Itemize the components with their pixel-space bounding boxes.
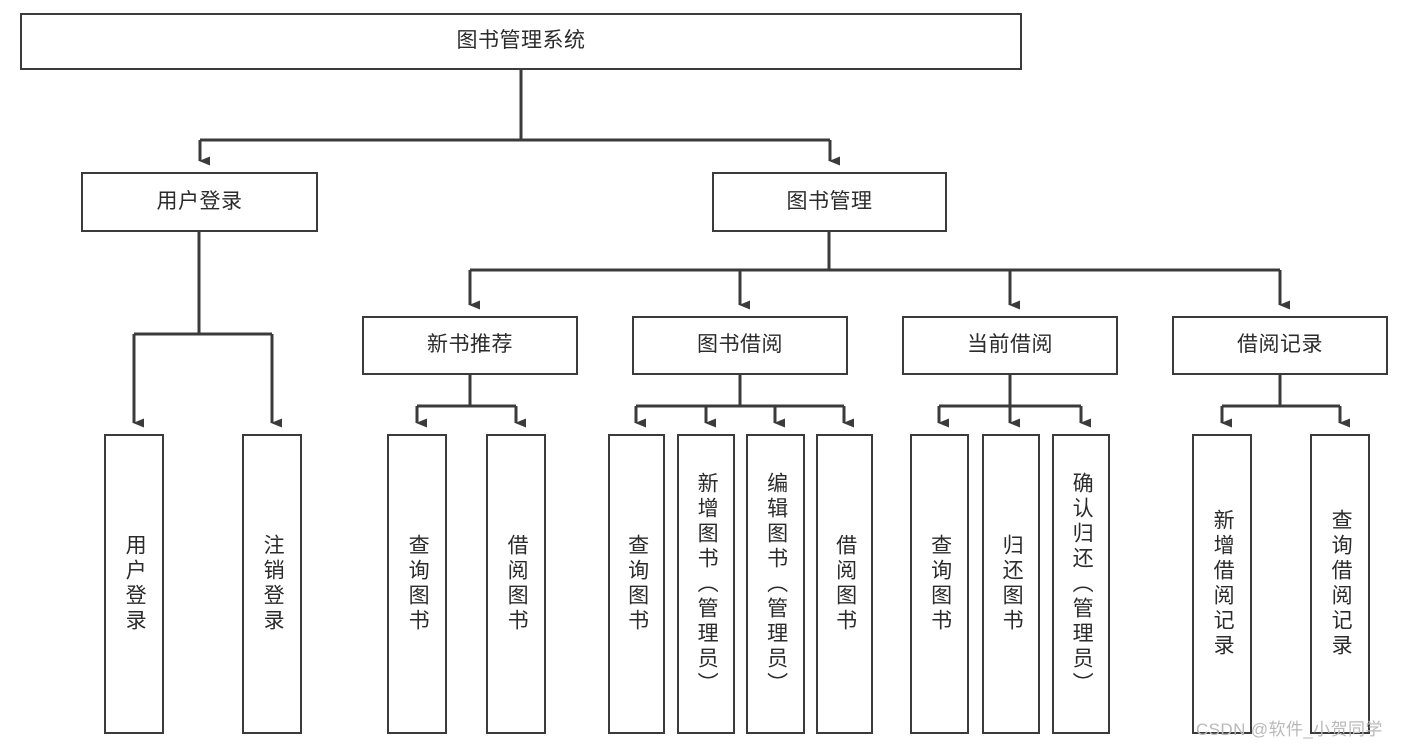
node-new-book-rec-label: 新书推荐: [427, 333, 513, 357]
node-leaf-query-book-1-label: 查询图书: [406, 534, 430, 634]
node-leaf-user-login[interactable]: 用户登录: [104, 434, 164, 734]
node-new-book-rec[interactable]: 新书推荐: [362, 316, 578, 375]
node-leaf-query-book-2-label: 查询图书: [625, 534, 649, 634]
node-leaf-return-book[interactable]: 归还图书: [982, 434, 1040, 734]
node-user-login-label: 用户登录: [156, 189, 243, 213]
edge-book-manage-to-level3: [468, 232, 1290, 310]
edge-current-borrow-to-leaves: [937, 375, 1091, 428]
node-user-login[interactable]: 用户登录: [81, 172, 318, 232]
edge-borrow-record-to-leaves: [1220, 375, 1350, 428]
node-leaf-confirm-return-label: 确认归还（管理员）: [1070, 471, 1094, 697]
node-book-manage[interactable]: 图书管理: [712, 172, 947, 232]
node-borrow-record[interactable]: 借阅记录: [1172, 316, 1388, 375]
node-leaf-user-logout[interactable]: 注销登录: [242, 434, 302, 734]
node-leaf-user-login-label: 用户登录: [123, 534, 147, 634]
node-leaf-query-book-2[interactable]: 查询图书: [608, 434, 665, 734]
edge-new-book-rec-to-leaves: [415, 375, 526, 428]
node-book-borrow-label: 图书借阅: [697, 333, 783, 357]
node-current-borrow[interactable]: 当前借阅: [902, 316, 1118, 375]
node-current-borrow-label: 当前借阅: [967, 333, 1053, 357]
node-book-borrow[interactable]: 图书借阅: [632, 316, 848, 375]
node-root-label: 图书管理系统: [456, 29, 586, 53]
node-leaf-borrow-book-1-label: 借阅图书: [505, 534, 529, 634]
edge-root-to-level2: [198, 70, 840, 166]
node-leaf-query-record-label: 查询借阅记录: [1329, 509, 1353, 659]
node-book-manage-label: 图书管理: [786, 189, 873, 213]
node-borrow-record-label: 借阅记录: [1237, 333, 1323, 357]
node-leaf-query-record[interactable]: 查询借阅记录: [1310, 434, 1370, 734]
node-leaf-borrow-book-1[interactable]: 借阅图书: [486, 434, 546, 734]
node-leaf-add-book[interactable]: 新增图书（管理员）: [677, 434, 735, 734]
node-leaf-add-record-label: 新增借阅记录: [1211, 509, 1235, 659]
edge-book-borrow-to-leaves: [634, 375, 854, 428]
node-leaf-edit-book[interactable]: 编辑图书（管理员）: [746, 434, 805, 734]
node-leaf-add-record[interactable]: 新增借阅记录: [1192, 434, 1252, 734]
node-leaf-query-book-3[interactable]: 查询图书: [910, 434, 969, 734]
node-leaf-query-book-1[interactable]: 查询图书: [387, 434, 447, 734]
node-root[interactable]: 图书管理系统: [20, 13, 1022, 70]
node-leaf-user-logout-label: 注销登录: [261, 534, 285, 634]
node-leaf-edit-book-label: 编辑图书（管理员）: [764, 471, 788, 697]
node-leaf-query-book-3-label: 查询图书: [928, 534, 952, 634]
node-leaf-confirm-return[interactable]: 确认归还（管理员）: [1052, 434, 1110, 734]
node-leaf-return-book-label: 归还图书: [1000, 534, 1024, 634]
node-leaf-add-book-label: 新增图书（管理员）: [695, 471, 719, 697]
node-leaf-borrow-book-2[interactable]: 借阅图书: [816, 434, 873, 734]
node-leaf-borrow-book-2-label: 借阅图书: [833, 534, 857, 634]
edge-user-login-to-leaves: [132, 232, 282, 428]
